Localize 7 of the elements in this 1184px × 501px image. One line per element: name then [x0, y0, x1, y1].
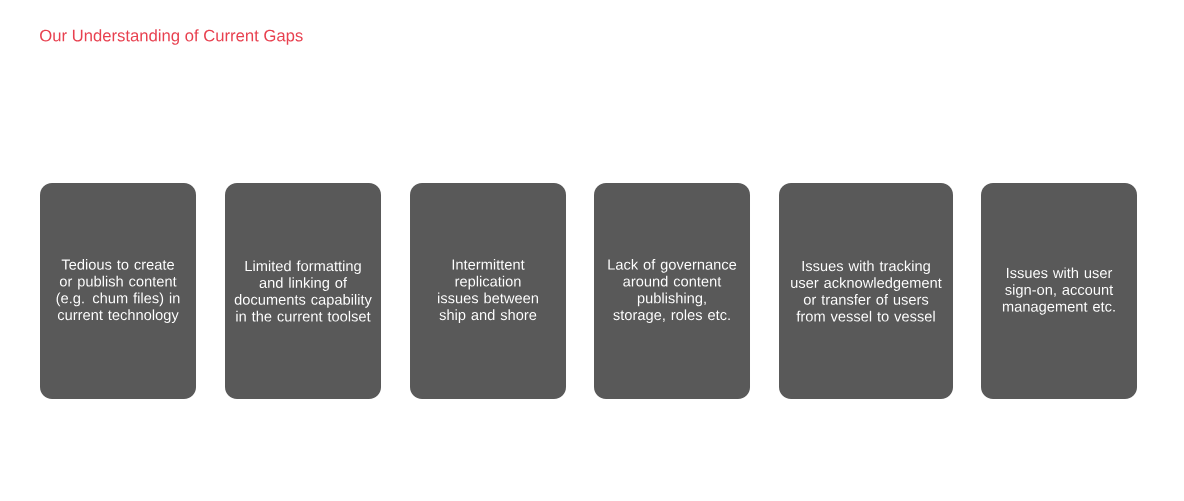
- title: Our Understanding of Current Gaps: [40, 29, 303, 45]
- gap-box: Lack of governance around content publishing, storage, roles etc.: [594, 183, 750, 399]
- gap-box: Tedious to create or publish content (e.g. chum files) in current technology: [40, 183, 196, 399]
- gap-box: Intermittent replication issues between ship and shore: [410, 183, 566, 399]
- gap-box: Issues with tracking user acknowledgement or transfer of users from vessel to vessel: [779, 183, 953, 399]
- gap-box: Limited formatting and linking of documents capability in the current toolset: [225, 183, 381, 399]
- gap-box: Issues with user sign-on, account management etc.: [981, 183, 1137, 399]
